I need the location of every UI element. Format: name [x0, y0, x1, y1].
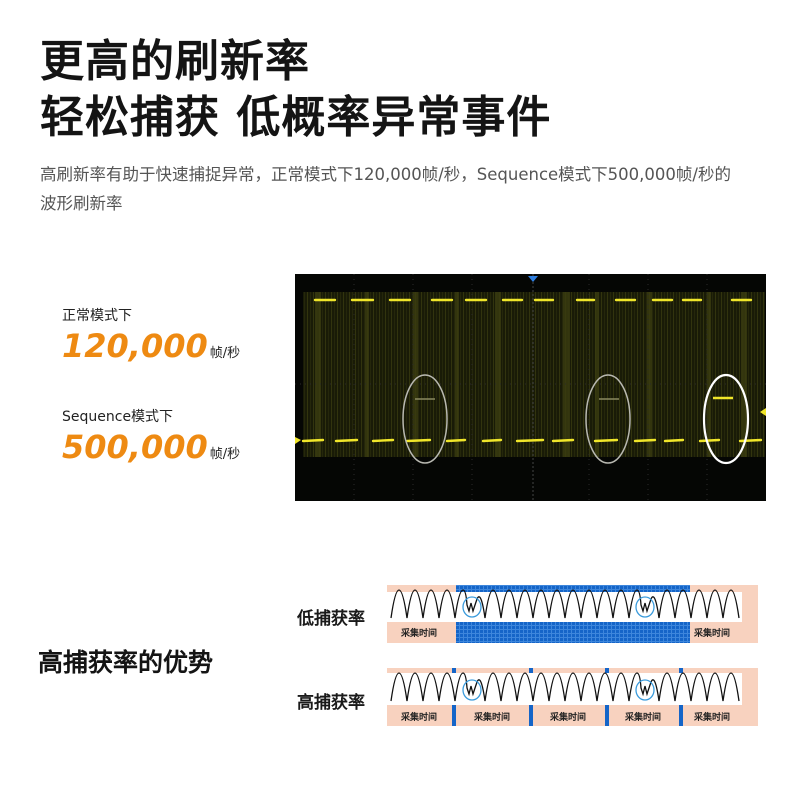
- acquisition-time-label: 采集时间: [474, 713, 511, 723]
- glitch-highlight-circle-1: [402, 374, 448, 464]
- page-title-line2: 轻松捕获 低概率异常事件: [40, 92, 552, 143]
- page-title-line1: 更高的刷新率: [40, 36, 310, 87]
- high-rate-diagram: 采集时间 采集时间 采集时间 采集时间 采集时间: [387, 668, 758, 726]
- glitch-highlight-circle-3: [702, 373, 750, 465]
- trigger-level-marker-icon: [760, 408, 766, 416]
- normal-mode-unit: 帧/秒: [209, 346, 241, 361]
- acquisition-time-label: 采集时间: [401, 713, 438, 723]
- low-rate-diagram: 采集时间 采集时间: [387, 585, 758, 643]
- normal-mode-label: 正常模式下: [62, 308, 132, 324]
- advantage-title: 高捕获率的优势: [38, 648, 214, 677]
- oscilloscope-screen: [295, 274, 766, 501]
- glitch-circle-icon: [462, 679, 482, 701]
- acquisition-time-label: 采集时间: [694, 713, 731, 723]
- glitch-highlight-circle-2: [585, 374, 631, 464]
- acquisition-time-label: 采集时间: [401, 629, 438, 639]
- glitch-circle-icon: [635, 679, 655, 701]
- acquisition-time-label: 采集时间: [694, 629, 731, 639]
- acquisition-time-label: 采集时间: [625, 713, 662, 723]
- sequence-mode-value: 500,000: [62, 428, 208, 466]
- waveform-display: [295, 274, 766, 501]
- page-description: 高刷新率有助于快速捕捉异常，正常模式下120,000帧/秒，Sequence模式…: [40, 165, 731, 213]
- glitch-circle-icon: [462, 596, 482, 618]
- glitch-circle-icon: [635, 596, 655, 618]
- high-rate-label: 高捕获率: [297, 693, 365, 713]
- acquisition-time-label: 采集时间: [550, 713, 587, 723]
- trigger-marker-icon: [528, 276, 538, 282]
- normal-mode-value: 120,000: [62, 327, 208, 365]
- sequence-mode-label: Sequence模式下: [62, 409, 174, 425]
- sequence-mode-unit: 帧/秒: [209, 447, 241, 462]
- channel-marker-icon: [295, 437, 301, 444]
- low-rate-label: 低捕获率: [297, 609, 365, 629]
